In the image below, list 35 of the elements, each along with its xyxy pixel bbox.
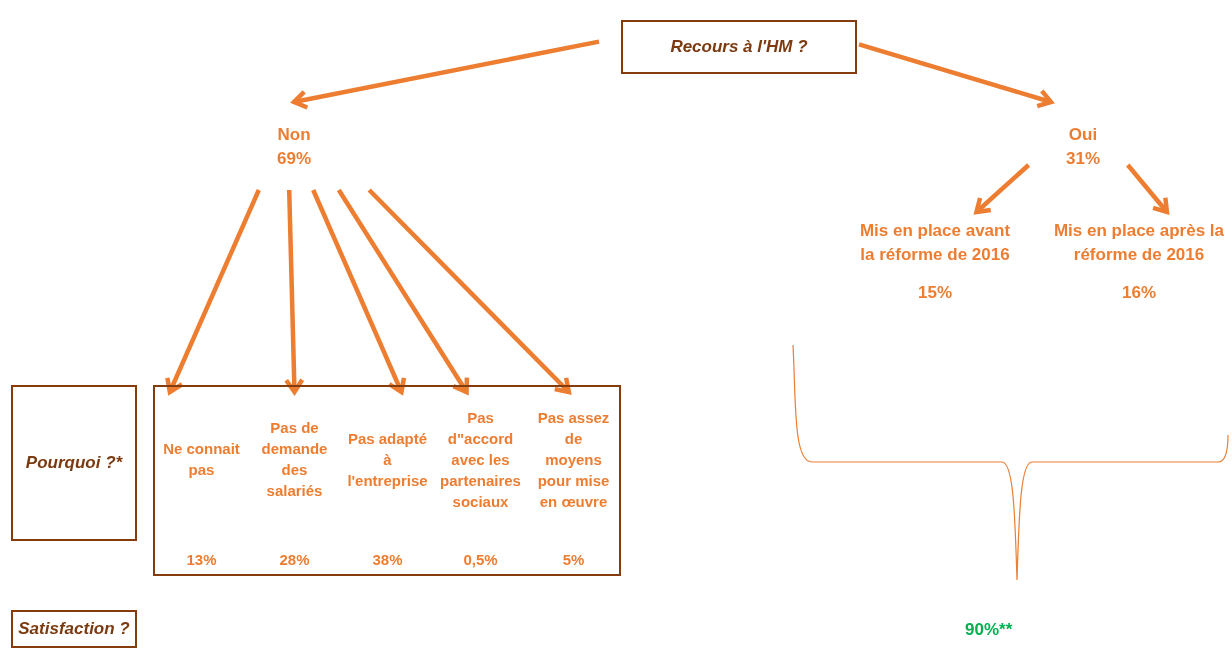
reason-text: Ne connait pas xyxy=(162,439,241,480)
arrow xyxy=(858,42,1054,109)
percentage-text: 13% xyxy=(186,550,217,570)
reasons-table-box xyxy=(153,385,621,576)
percentage-text: 16% xyxy=(1122,281,1156,304)
percentage-text: 0,5% xyxy=(463,550,498,570)
question-text: Recours à l'HM ? xyxy=(670,36,808,59)
category-text: Mis en place après la réforme de 2016 xyxy=(1052,220,1226,266)
arrow xyxy=(336,188,470,395)
arrow xyxy=(974,163,1031,215)
answer-text: Oui xyxy=(1068,124,1098,146)
reason-text: Pas adapté à l'entreprise xyxy=(346,428,429,491)
question-box xyxy=(621,20,857,74)
percentage-text: 69% xyxy=(277,147,311,170)
reason-text: Pas assez de moyens pour mise en œuvre xyxy=(536,407,611,512)
question-box xyxy=(11,385,137,541)
arrow xyxy=(1126,163,1170,215)
arrow xyxy=(367,188,572,395)
reason-text: Pas de demande des salariés xyxy=(260,418,329,501)
question-box xyxy=(11,610,137,648)
percentage-text: 5% xyxy=(562,550,585,570)
satisfaction-percentage-text: 90%** xyxy=(965,620,1013,640)
percentage-text: 31% xyxy=(1066,147,1100,170)
arrow xyxy=(311,189,407,395)
category-text: Mis en place avant la réforme de 2016 xyxy=(858,220,1012,266)
percentage-text: 28% xyxy=(279,550,310,570)
question-text: Satisfaction ? xyxy=(18,618,130,641)
percentage-text: 15% xyxy=(918,281,952,304)
question-text: Pourquoi ?* xyxy=(25,452,123,475)
percentage-text: 38% xyxy=(372,550,403,570)
answer-text: Non xyxy=(277,124,311,146)
reason-text: Pas d"accord avec les partenaires sociaux xyxy=(439,407,522,512)
arrow xyxy=(165,189,261,395)
arrow xyxy=(283,189,305,395)
arrow xyxy=(291,39,600,110)
